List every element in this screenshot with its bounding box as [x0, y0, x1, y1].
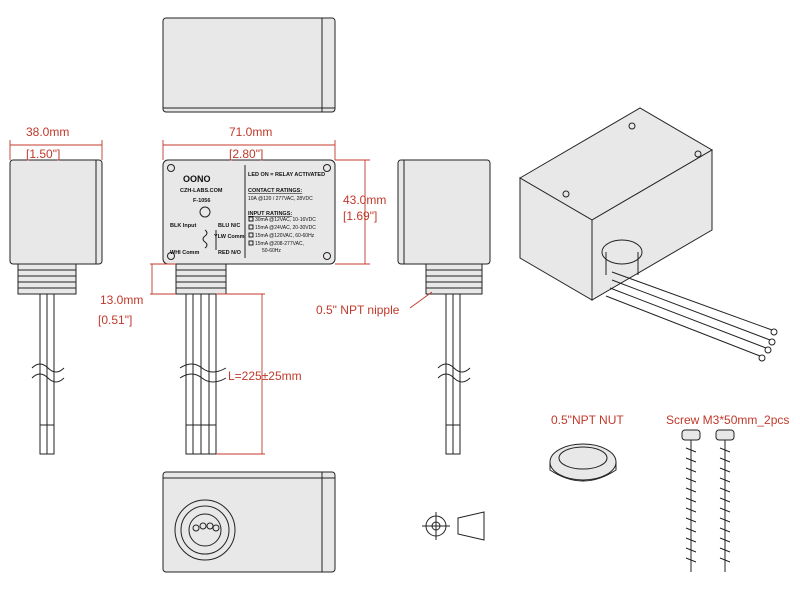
- label-model: F-1056: [193, 198, 210, 204]
- label-input-1: 30mA @12VAC, 10-16VDC: [255, 217, 316, 223]
- dim-lead-length: L=225±25mm: [228, 369, 302, 383]
- dim-width-in: [2.80"]: [229, 147, 263, 161]
- label-input-3: 15mA @120VAC, 60-60Hz: [255, 233, 315, 239]
- dim-nipple-in: [0.51"]: [98, 313, 132, 327]
- mount-hole-tr: [323, 164, 331, 172]
- callout-npt-nut: 0.5"NPT NUT: [551, 413, 624, 427]
- dimension-lines: [9, 140, 433, 455]
- bottom-view: [162, 471, 336, 573]
- label-input-4b: 50-60Hz: [262, 248, 281, 254]
- label-contact-title: CONTACT RATINGS:: [248, 188, 302, 194]
- label-led: LED ON = RELAY ACTIVATED: [248, 172, 325, 178]
- mount-hole-tl: [167, 164, 175, 172]
- label-blk: BLK Input: [170, 223, 196, 229]
- top-view: [162, 17, 336, 113]
- label-input-2: 15mA @24VAC, 20-30VDC: [255, 225, 316, 231]
- right-side-view: [397, 159, 491, 455]
- iso-side: [591, 149, 713, 301]
- dim-height-mm: 43.0mm: [343, 193, 386, 207]
- label-red: RED N/O: [218, 250, 242, 256]
- label-brand: OONO: [183, 174, 211, 184]
- left-side-view: [9, 159, 103, 455]
- callout-screw: Screw M3*50mm_2pcs: [666, 413, 789, 427]
- label-ylw: YLW Comm: [214, 234, 245, 240]
- front-housing: [162, 159, 336, 265]
- label-company: CZH-LABS.COM: [180, 188, 223, 194]
- npt-nut: [549, 443, 617, 482]
- label-whi: WHI Comm: [170, 250, 199, 256]
- dim-nipple-mm: 13.0mm: [100, 293, 143, 307]
- dim-height-in: [1.69"]: [343, 209, 377, 223]
- isometric-view: [519, 107, 778, 362]
- projection-symbol: [422, 511, 485, 541]
- callout-npt-nipple: 0.5" NPT nipple: [316, 303, 400, 317]
- led-indicator: [199, 206, 211, 218]
- mount-hole-bl: [167, 252, 175, 260]
- label-input-4: 15mA @208-277VAC,: [255, 241, 304, 247]
- label-contact-value: 10A @120 / 277VAC, 28VDC: [248, 196, 313, 202]
- label-blu: BLU N/C: [218, 223, 240, 229]
- dim-depth-in: [1.50"]: [26, 147, 60, 161]
- dim-width-mm: 71.0mm: [229, 125, 272, 139]
- mount-hole-br: [323, 252, 331, 260]
- dim-depth-mm: 38.0mm: [26, 125, 69, 139]
- screws: [681, 429, 735, 572]
- front-view: OONO CZH-LABS.COM F-1056 LED ON = RELAY …: [162, 159, 336, 455]
- label-input-title: INPUT RATINGS:: [248, 211, 292, 217]
